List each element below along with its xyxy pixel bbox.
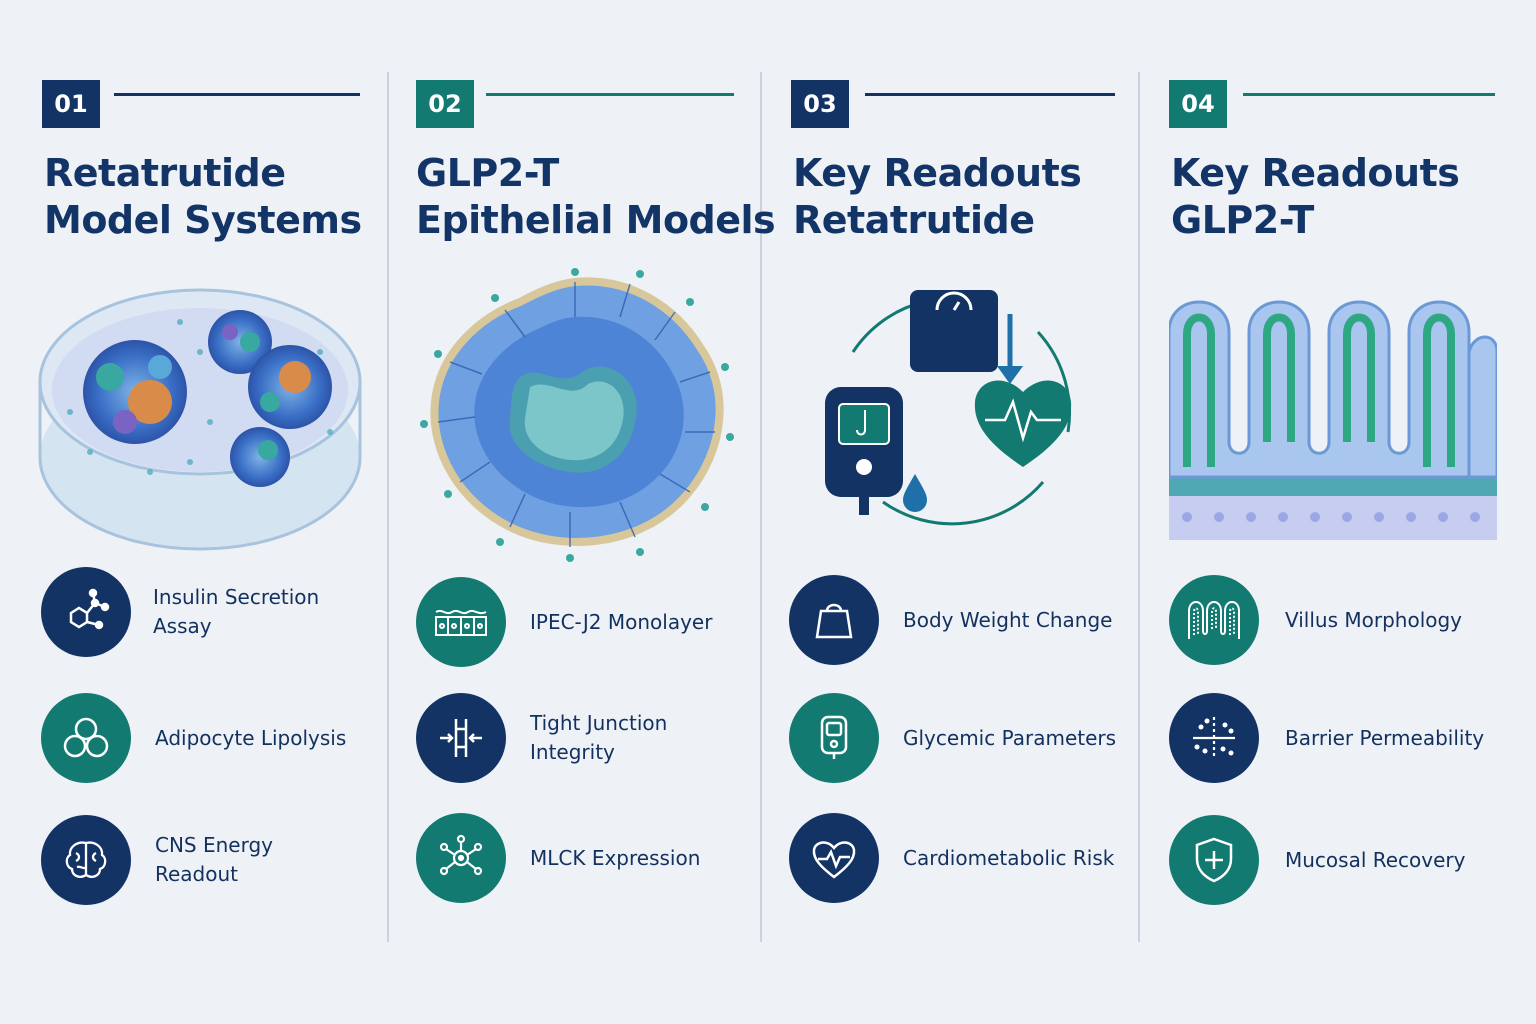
barrier-icon (1169, 693, 1259, 783)
item-label: Glycemic Parameters (903, 725, 1117, 750)
intestinal-villi-illustration (1169, 300, 1497, 540)
fat-cells-icon (41, 693, 131, 783)
header-rule (114, 93, 360, 96)
header-rule (486, 93, 734, 96)
list-item: Villus Morphology (1169, 574, 1505, 666)
list-item: Mucosal Recovery (1169, 814, 1505, 906)
item-label: Adipocyte Lipolysis (155, 725, 347, 750)
petri-dish-illustration (38, 288, 362, 551)
list-item: Barrier Permeability (1169, 692, 1515, 784)
item-label: Mucosal Recovery (1285, 847, 1466, 872)
header-rule (1243, 93, 1495, 96)
header-rule (865, 93, 1115, 96)
item-label: Body Weight Change (903, 607, 1113, 632)
item-label: MLCK Expression (530, 845, 701, 870)
shield-plus-icon (1169, 815, 1259, 905)
weight-bag-icon (789, 575, 879, 665)
list-item: CNS Energy Readout (41, 814, 305, 906)
list-item: Tight Junction Integrity (416, 692, 700, 784)
list-item: Body Weight Change (789, 574, 1133, 666)
glucometer-icon (789, 693, 879, 783)
column-divider-2 (760, 72, 762, 942)
item-label: Cardiometabolic Risk (903, 845, 1115, 870)
step-number-badge: 04 (1169, 80, 1227, 128)
junction-icon (416, 693, 506, 783)
column-divider-1 (387, 72, 389, 942)
column-readouts-retatrutide: 03 Key Readouts Retatrutide Body (763, 0, 1138, 1024)
list-item: IPEC-J2 Monolayer (416, 576, 750, 668)
step-number-badge: 03 (791, 80, 849, 128)
column-title: Key Readouts Retatrutide (793, 151, 1082, 242)
enzyme-network-icon (416, 813, 506, 903)
column-title: GLP2-T Epithelial Models (416, 151, 776, 242)
column-divider-3 (1138, 72, 1140, 942)
list-item: MLCK Expression (416, 812, 730, 904)
list-item: Glycemic Parameters (789, 692, 1133, 784)
item-label: Barrier Permeability (1285, 725, 1485, 750)
epithelial-organoid-illustration (420, 268, 734, 562)
column-title: Key Readouts GLP2-T (1171, 151, 1460, 242)
molecule-icon (41, 567, 131, 657)
step-number-badge: 01 (42, 80, 100, 128)
step-number-badge: 02 (416, 80, 474, 128)
item-label: Tight Junction Integrity (530, 711, 668, 764)
column-title: Retatrutide Model Systems (44, 151, 362, 242)
column-retatrutide-models: 01 Retatrutide Model Systems (0, 0, 375, 1024)
cell-monolayer-icon (416, 577, 506, 667)
metabolic-readouts-illustration (825, 290, 1072, 526)
list-item: Insulin Secretion Assay (41, 566, 363, 658)
list-item: Cardiometabolic Risk (789, 812, 1133, 904)
item-label: Villus Morphology (1285, 607, 1463, 632)
column-readouts-glp2t: 04 Key Readouts GLP2-T Villus M (1141, 0, 1516, 1024)
item-label: CNS Energy Readout (155, 833, 273, 886)
column-glp2t-models: 02 GLP2-T Epithelial Models (390, 0, 776, 1024)
item-label: IPEC-J2 Monolayer (530, 609, 713, 634)
item-label: Insulin Secretion Assay (153, 585, 320, 638)
heart-pulse-icon (789, 813, 879, 903)
list-item: Adipocyte Lipolysis (41, 692, 385, 784)
brain-icon (41, 815, 131, 905)
villi-icon (1169, 575, 1259, 665)
